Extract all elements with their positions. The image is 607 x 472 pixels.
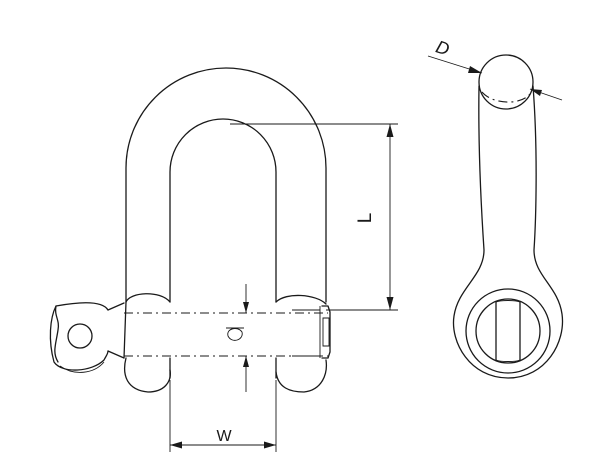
pin-diameter-marker — [227, 328, 243, 341]
dimension-D-label: D — [433, 37, 452, 60]
dimension-W: W — [169, 380, 277, 452]
dimension-W-label: W — [216, 428, 232, 445]
side-eye-ring — [465, 288, 551, 374]
side-body-outline — [452, 85, 564, 379]
pin-eye-hole — [67, 323, 93, 349]
pin-body — [107, 302, 125, 359]
pin-head — [49, 302, 109, 371]
dimension-L-label: L — [355, 213, 376, 224]
shackle-front-view: d L W — [49, 67, 398, 452]
left-eye-lobe — [124, 293, 171, 393]
right-eye-lobe — [275, 294, 328, 393]
shackle-side-view: D — [427, 37, 564, 379]
bow-inner-outline — [169, 118, 277, 303]
dimension-D: D — [427, 37, 563, 101]
pin-thread-end — [321, 305, 331, 359]
dimension-L: L — [230, 123, 398, 311]
bow-outer-outline — [125, 67, 327, 303]
bow-cross-section — [478, 54, 534, 110]
pin-cross-section — [475, 298, 541, 364]
